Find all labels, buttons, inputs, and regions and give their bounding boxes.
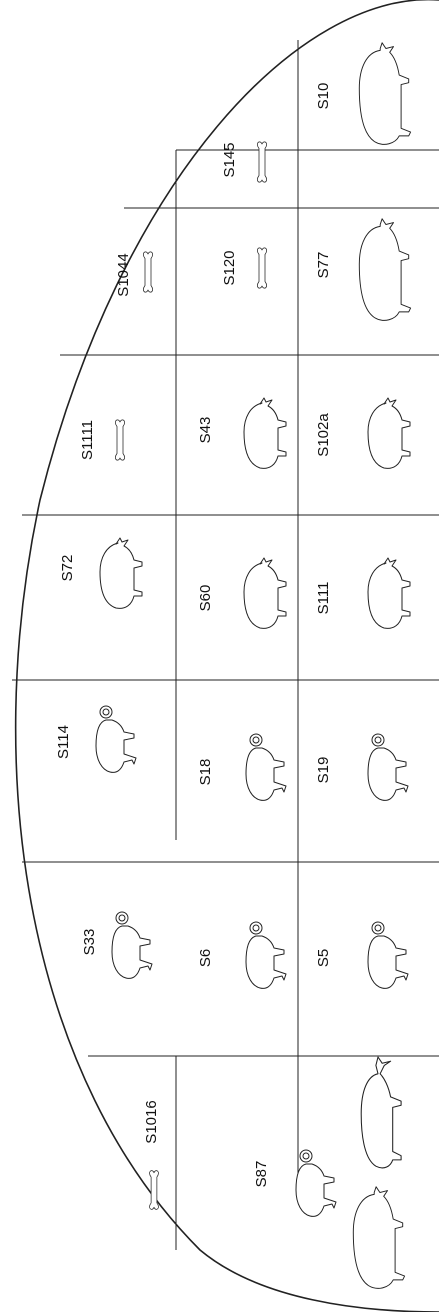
room-S43: S43	[197, 398, 286, 468]
room-S6: S6	[197, 922, 286, 988]
bone-icon	[257, 248, 266, 288]
sheep-icon	[246, 922, 286, 988]
bone-icon	[257, 142, 266, 182]
room-S18: S18	[197, 734, 286, 800]
cow-icon	[359, 43, 410, 145]
room-label: S145	[221, 142, 238, 177]
room-label: S33	[81, 929, 98, 956]
room-label: S102a	[315, 413, 332, 457]
cow-icon	[359, 219, 410, 321]
room-label: S60	[197, 585, 214, 612]
room-label: S6	[197, 949, 214, 967]
room-label: S18	[197, 759, 214, 786]
room-S10: S10	[315, 43, 411, 145]
bone-icon	[143, 252, 152, 292]
sheep-icon	[112, 912, 152, 978]
room-label: S43	[197, 417, 214, 444]
room-S60: S60	[197, 558, 286, 628]
bone-icon	[150, 1171, 159, 1210]
pig-icon	[100, 538, 142, 608]
room-label: S10	[315, 83, 332, 110]
room-label: S5	[315, 949, 332, 967]
cow-icon	[353, 1187, 404, 1289]
room-S102a: S102a	[315, 398, 410, 468]
pig-icon	[244, 558, 286, 628]
sheep-icon	[368, 734, 408, 800]
room-S5: S5	[315, 922, 408, 988]
room-label: S87	[253, 1161, 270, 1188]
room-S33: S33	[81, 912, 152, 978]
bone-icon	[115, 420, 124, 460]
pig-icon	[368, 398, 410, 468]
deer-icon	[361, 1057, 401, 1168]
room-S120: S120	[221, 248, 267, 288]
pig-icon	[368, 558, 410, 628]
sheep-icon	[368, 922, 408, 988]
room-label: S19	[315, 757, 332, 784]
room-label: S114	[55, 725, 72, 759]
room-S145: S145	[221, 142, 267, 182]
room-S114: S114	[55, 706, 136, 772]
room-S87: S87	[253, 1057, 405, 1288]
room-label: S120	[221, 250, 238, 285]
room-label: S111	[315, 582, 332, 615]
room-S72: S72	[59, 538, 142, 608]
room-label: S77	[315, 252, 332, 279]
room-label: S1111	[79, 420, 96, 460]
room-S1044: S1044	[115, 252, 153, 297]
room-label: S1016	[143, 1100, 160, 1143]
room-S77: S77	[315, 219, 411, 321]
room-S1111: S1111	[79, 420, 125, 460]
room-label: S72	[59, 555, 76, 582]
sheep-icon	[296, 1150, 336, 1216]
room-label: S1044	[115, 253, 132, 296]
room-S1016: S1016	[143, 1100, 160, 1209]
room-S19: S19	[315, 734, 408, 800]
sheep-icon	[246, 734, 286, 800]
sheep-icon	[96, 706, 136, 772]
room-S111: S111	[315, 558, 410, 628]
pig-icon	[244, 398, 286, 468]
